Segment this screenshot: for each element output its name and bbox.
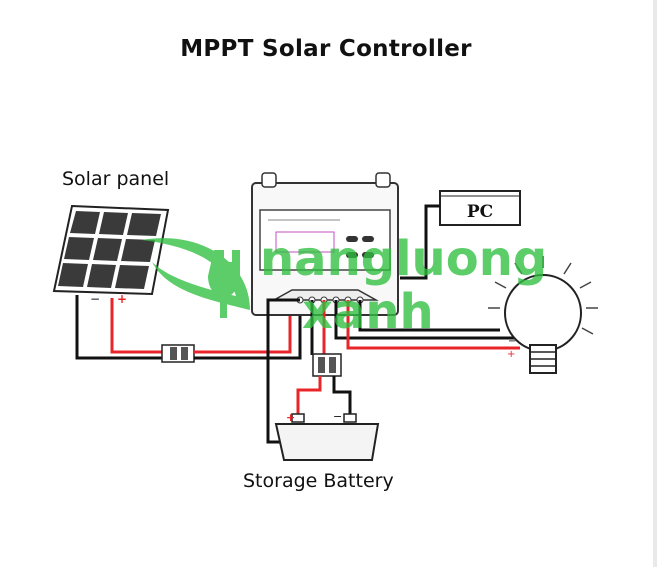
svg-text:xanh: xanh [302, 284, 434, 340]
nangluongxanh-watermark-logo: nangluong xanh [142, 231, 547, 340]
battery-fuse [312, 353, 342, 377]
svg-text:−: − [333, 410, 342, 423]
solar-fuse [161, 344, 195, 363]
svg-text:+: + [507, 349, 515, 360]
light-bulb [488, 256, 598, 374]
pc-label: PC [467, 202, 493, 222]
pc-monitor: PC [439, 190, 521, 226]
diagram-title: MPPT Solar Controller [180, 36, 472, 62]
solar-wires [75, 295, 170, 360]
svg-text:nangluong: nangluong [260, 231, 547, 287]
storage-battery-label: Storage Battery [243, 470, 394, 492]
svg-text:−: − [90, 292, 100, 306]
svg-text:+: + [286, 411, 295, 424]
svg-text:+: + [117, 292, 127, 306]
solar-panel: − + [52, 204, 170, 306]
svg-text:−: − [508, 336, 516, 347]
mppt-controller [251, 172, 399, 316]
storage-battery: + − [274, 410, 380, 461]
solar-panel-label: Solar panel [62, 168, 170, 190]
right-edge-border [653, 0, 657, 567]
